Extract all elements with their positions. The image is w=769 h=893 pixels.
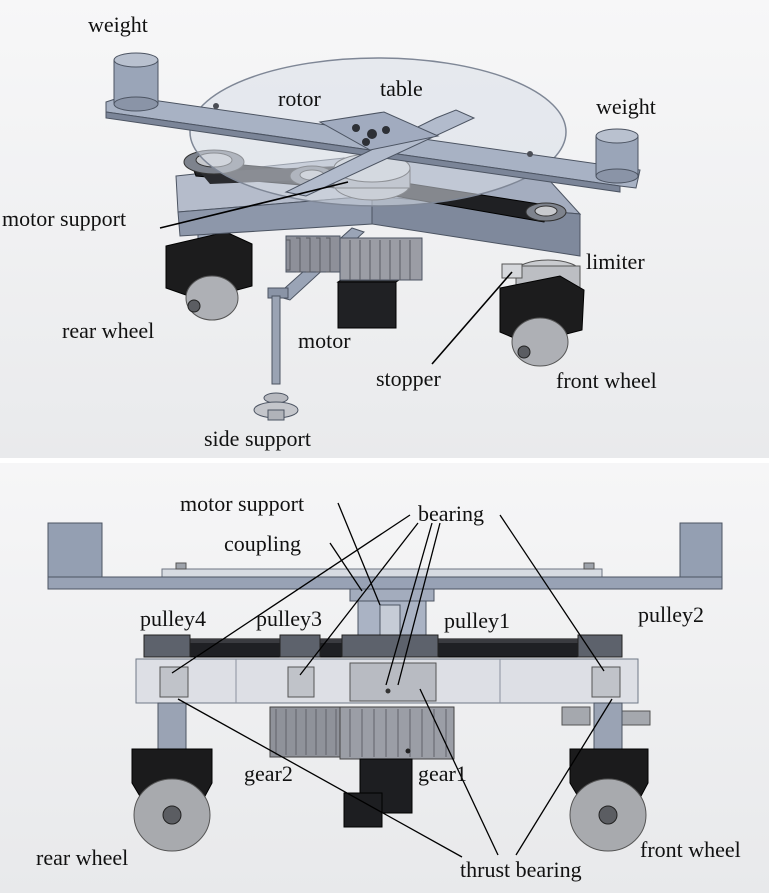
front-view-panel: motor support bearing coupling pulley4 p… [0,463,769,893]
label-motor-support-front: motor support [180,491,305,516]
label-motor: motor [298,328,351,353]
label-pulley3: pulley3 [256,606,322,631]
isometric-view-panel: weight weight rotor table motor support … [0,0,769,458]
label-bearing: bearing [418,501,484,526]
isometric-drawing [105,52,641,421]
gear2 [269,706,345,758]
label-pulley2: pulley2 [638,602,704,627]
label-weight-left: weight [88,12,148,37]
gear1 [339,706,455,760]
pulley3-block [279,634,321,658]
bearing-3 [287,666,315,698]
label-stopper: stopper [376,366,441,391]
weight-block-left [47,522,103,580]
rotor-arms [105,95,641,197]
rear-wheel-front-view [131,748,213,852]
front-leader-lines [171,502,613,858]
label-gear1: gear1 [418,761,467,786]
label-side-support: side support [204,426,311,451]
pulley1-block [341,634,439,658]
label-rotor: rotor [278,86,321,111]
label-coupling: coupling [224,531,301,556]
front-view-drawing [47,502,723,858]
panel-divider [0,458,769,463]
label-pulley4: pulley4 [140,606,206,631]
label-limiter: limiter [586,249,645,274]
label-thrust-bearing: thrust bearing [460,857,582,882]
label-weight-right: weight [596,94,656,119]
label-pulley1: pulley1 [444,608,510,633]
weight-right [595,128,639,184]
bearing-2 [591,666,621,698]
stopper-block [561,706,591,726]
label-table: table [380,76,423,101]
label-rear-wheel: rear wheel [62,318,155,343]
top-leader-lines [159,181,513,365]
stopper-block [501,263,523,279]
label-gear2: gear2 [244,761,293,786]
front-wheel-front-view [569,748,649,852]
pulley2-block [577,634,623,658]
gear-assembly [285,235,423,281]
label-front-wheel: front wheel [556,368,657,393]
front-wheel-assembly [499,259,585,367]
pulley4-block [143,634,191,658]
weight-block-right [679,522,723,580]
bearing-1 [349,662,437,702]
weight-left [113,52,159,112]
label-rear-wheel-front: rear wheel [36,845,129,870]
rotor-plate [47,576,723,590]
label-motor-support: motor support [2,206,127,231]
label-front-wheel-front: front wheel [640,837,741,862]
